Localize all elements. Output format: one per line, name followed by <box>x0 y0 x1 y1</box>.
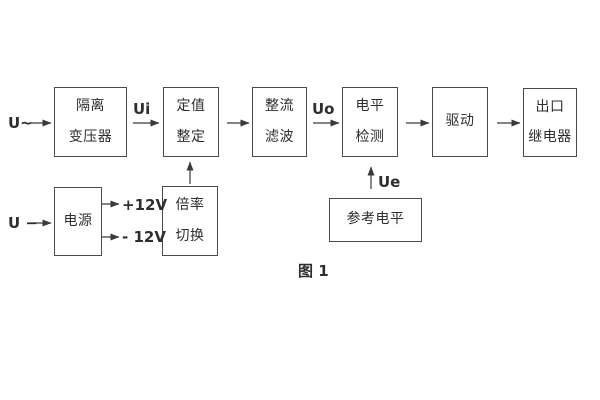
block-ratio-switch: 倍率 切换 <box>162 186 218 256</box>
block-label: 隔离 <box>76 98 105 115</box>
label-rail-neg12: - 12V <box>122 228 166 246</box>
block-label: 驱动 <box>445 113 475 130</box>
label-uac-input: U~ <box>8 114 33 132</box>
label-ui-signal: Ui <box>133 100 151 118</box>
block-label: 整流 <box>265 98 294 115</box>
block-setting-adjust: 定值 整定 <box>163 87 219 157</box>
block-rectifier-filter: 整流 滤波 <box>252 87 307 157</box>
block-label: 参考电平 <box>346 211 405 228</box>
block-label: 切换 <box>175 227 205 244</box>
label-udc-input: U − <box>8 214 38 232</box>
block-power-supply: 电源 <box>54 187 102 256</box>
block-level-detect: 电平 检测 <box>342 87 398 157</box>
figure-caption: 图 1 <box>298 262 329 280</box>
block-drive: 驱动 <box>432 87 488 157</box>
block-label: 整定 <box>176 128 206 145</box>
block-label: 电平 <box>355 98 385 115</box>
block-label: 出口 <box>535 98 565 115</box>
block-reference-level: 参考电平 <box>329 198 422 242</box>
block-label: 倍率 <box>175 197 205 214</box>
block-label: 变压器 <box>68 128 113 145</box>
block-label: 滤波 <box>265 128 294 145</box>
label-ue-signal: Ue <box>378 173 401 191</box>
block-isolation-transformer: 隔离 变压器 <box>54 87 127 157</box>
label-rail-pos12: +12V <box>122 196 168 214</box>
block-output-relay: 出口 继电器 <box>523 88 577 157</box>
label-uo-signal: Uo <box>312 100 335 118</box>
block-label: 定值 <box>176 98 206 115</box>
block-label: 电源 <box>63 212 93 229</box>
block-label: 检测 <box>355 128 385 145</box>
block-label: 继电器 <box>528 129 572 145</box>
